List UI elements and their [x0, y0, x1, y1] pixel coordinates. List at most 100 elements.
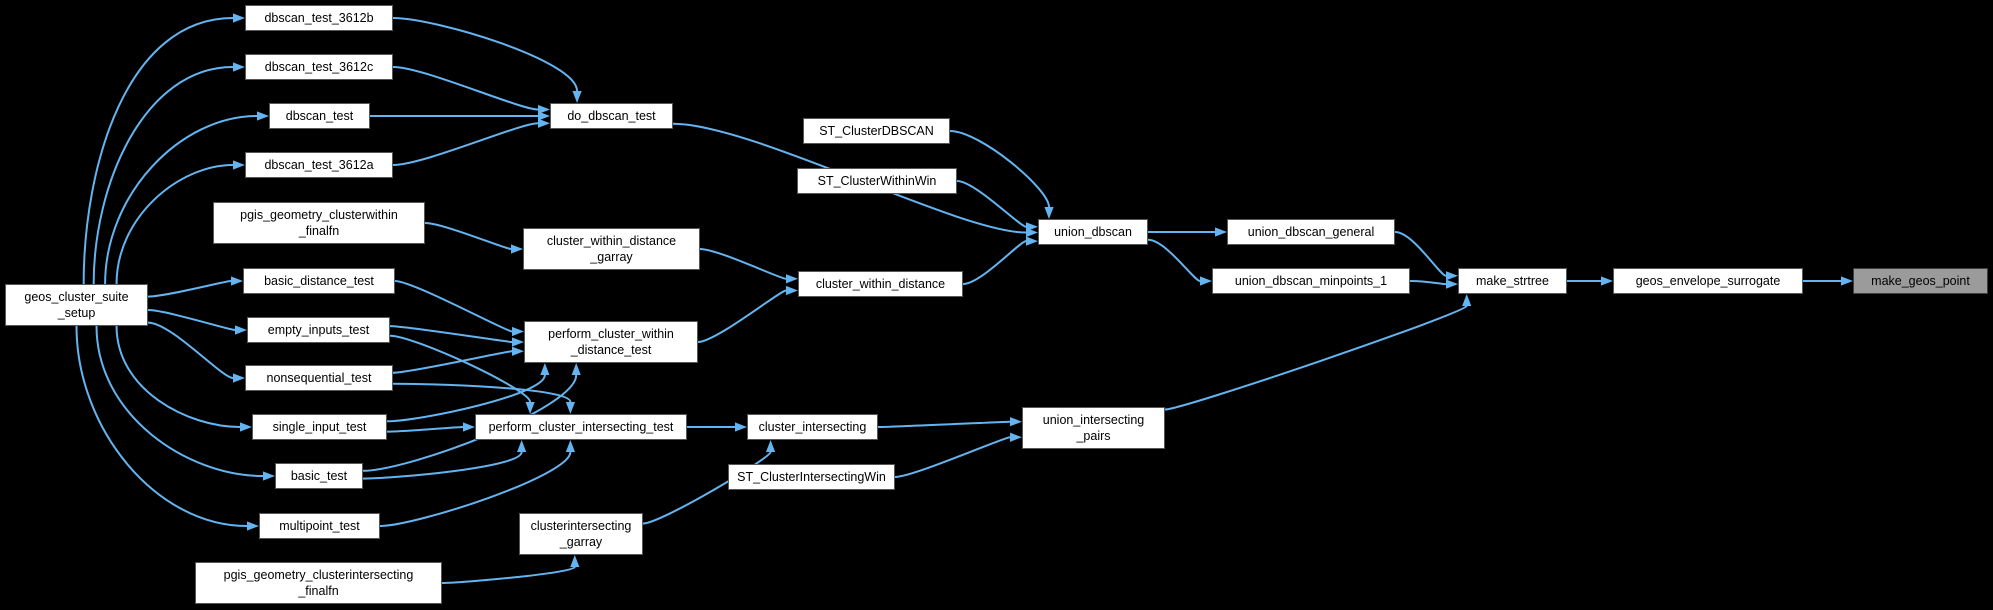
arrowhead-empty_inputs_test--perform_cluster_within_distance_test: [512, 337, 524, 347]
arrowhead-nonsequential_test--perform_cluster_within_distance_test: [512, 346, 524, 356]
edge-ST_ClusterDBSCAN--union_dbscan: [949, 130, 1050, 208]
node-label: _distance_test: [570, 343, 652, 357]
node-label: multipoint_test: [279, 518, 360, 533]
arrowhead-cluster_within_distance--union_dbscan: [1026, 236, 1038, 246]
edge-dbscan_test_3612a--do_dbscan_test: [392, 122, 539, 166]
node-dbscan_test_3612a[interactable]: dbscan_test_3612a: [245, 152, 393, 178]
node-label: basic_distance_test: [264, 273, 374, 288]
node-dbscan_test[interactable]: dbscan_test: [269, 103, 370, 129]
edge-empty_inputs_test--perform_cluster_intersecting_test: [389, 334, 532, 403]
node-label: ST_ClusterDBSCAN: [819, 123, 934, 138]
node-perform_cluster_within_distance_test[interactable]: perform_cluster_within _distance_test: [524, 321, 698, 363]
node-label: dbscan_test_3612b: [264, 10, 374, 25]
node-label: perform_cluster_intersecting_test: [488, 419, 674, 434]
edge-setup--dbscan_test_3612c: [92, 66, 234, 285]
node-multipoint_test[interactable]: multipoint_test: [259, 513, 380, 539]
node-label: cluster_within_distance: [815, 276, 946, 291]
node-union_dbscan_general[interactable]: union_dbscan_general: [1227, 219, 1395, 245]
edge-nonsequential_test--perform_cluster_intersecting_test: [392, 382, 572, 403]
edge-ST_ClusterWithinWin--union_dbscan: [956, 180, 1027, 228]
node-dbscan_test_3612b[interactable]: dbscan_test_3612b: [245, 5, 393, 31]
node-label: make_strtree: [1476, 273, 1549, 288]
node-label: _finalfn: [298, 224, 340, 238]
arrowhead-setup--dbscan_test_3612a: [233, 160, 245, 170]
node-geos_envelope_surrogate[interactable]: geos_envelope_surrogate: [1613, 268, 1803, 294]
node-ST_ClusterWithinWin[interactable]: ST_ClusterWithinWin: [797, 168, 957, 194]
node-basic_distance_test[interactable]: basic_distance_test: [243, 268, 395, 294]
edge-setup--single_input_test: [115, 325, 241, 428]
arrowhead-multipoint_test--perform_cluster_intersecting_test: [565, 440, 575, 452]
edge-single_input_test--perform_cluster_within_distance_test: [386, 374, 546, 423]
arrowhead-setup--basic_distance_test: [231, 276, 243, 286]
edge-nonsequential_test--perform_cluster_within_distance_test: [392, 350, 513, 374]
node-cluster_intersecting[interactable]: cluster_intersecting: [747, 414, 878, 440]
node-label: _finalfn: [298, 584, 339, 598]
node-label: perform_cluster_within: [548, 326, 674, 341]
node-label: clusterintersecting: [530, 518, 632, 533]
node-label: ST_ClusterWithinWin: [817, 173, 937, 188]
node-clusterintersecting_garray[interactable]: clusterintersecting_garray: [519, 513, 643, 555]
edge-perform_cluster_within_distance_test--cluster_within_distance: [697, 289, 787, 343]
node-single_input_test[interactable]: single_input_test: [252, 414, 387, 440]
arrowhead-empty_inputs_test--perform_cluster_intersecting_test: [525, 402, 535, 414]
node-cluster_within_distance_garray[interactable]: cluster_within_distance_garray: [523, 228, 700, 270]
arrowhead-dbscan_test_3612b--do_dbscan_test: [572, 91, 582, 103]
node-ST_ClusterIntersectingWin[interactable]: ST_ClusterIntersectingWin: [728, 464, 895, 490]
edge-single_input_test--perform_cluster_intersecting_test: [386, 426, 464, 433]
arrowhead-basic_distance_test--perform_cluster_within_distance_test: [512, 326, 524, 337]
arrowhead-setup--basic_test: [263, 471, 275, 481]
arrowhead-union_dbscan_minpoints_1--make_strtree: [1446, 279, 1458, 289]
edge-setup--dbscan_test: [104, 115, 258, 285]
edge-setup--nonsequential_test: [147, 321, 234, 379]
edge-ST_ClusterIntersectingWin--union_intersecting_pairs: [894, 436, 1011, 478]
arrowhead-basic_test--perform_cluster_within_distance_test: [571, 363, 581, 375]
arrowhead-setup--single_input_test: [240, 422, 252, 432]
edge-cluster_within_distance_garray--cluster_within_distance: [699, 248, 787, 280]
node-empty_inputs_test[interactable]: empty_inputs_test: [247, 317, 390, 343]
edge-pgis_geometry_clusterintersecting_finalfn--clusterintersecting_garray: [441, 566, 576, 584]
node-pgis_geometry_clusterwithin_finalfn[interactable]: pgis_geometry_clusterwithin_finalfn: [213, 202, 425, 244]
node-label: geos_cluster_suite: [24, 289, 129, 304]
edge-union_dbscan--union_dbscan_minpoints_1: [1147, 238, 1201, 282]
edge-cluster_within_distance--union_dbscan: [962, 240, 1027, 285]
node-union_intersecting_pairs[interactable]: union_intersecting_pairs: [1022, 407, 1165, 449]
edge-union_dbscan_minpoints_1--make_strtree: [1409, 280, 1447, 286]
node-dbscan_test_3612c[interactable]: dbscan_test_3612c: [245, 54, 393, 80]
node-label: cluster_intersecting: [758, 419, 867, 434]
node-label: union_dbscan_general: [1247, 224, 1375, 239]
node-union_dbscan_minpoints_1[interactable]: union_dbscan_minpoints_1: [1212, 268, 1410, 294]
node-cluster_within_distance[interactable]: cluster_within_distance: [798, 271, 963, 297]
edge-basic_distance_test--perform_cluster_within_distance_test: [394, 280, 513, 333]
node-label: ST_ClusterIntersectingWin: [737, 469, 886, 484]
arrowhead-make_strtree--geos_envelope_surrogate: [1601, 276, 1613, 286]
node-union_dbscan[interactable]: union_dbscan: [1038, 219, 1148, 245]
edge-setup--multipoint_test: [75, 325, 248, 527]
node-make_strtree[interactable]: make_strtree: [1458, 268, 1567, 294]
edge-pgis_geometry_clusterwithin_finalfn--cluster_within_distance_garray: [424, 222, 512, 250]
edge-dbscan_test_3612c--do_dbscan_test: [392, 66, 539, 111]
arrowhead-cluster_intersecting--union_intersecting_pairs: [1010, 417, 1022, 427]
arrowhead-single_input_test--perform_cluster_within_distance_test: [540, 363, 550, 375]
node-basic_test[interactable]: basic_test: [275, 463, 363, 489]
arrowhead-basic_test--perform_cluster_intersecting_test: [517, 440, 527, 452]
node-ST_ClusterDBSCAN[interactable]: ST_ClusterDBSCAN: [803, 118, 950, 144]
arrowhead-setup--empty_inputs_test: [235, 325, 247, 335]
arrowhead-union_dbscan--union_dbscan_general: [1215, 227, 1227, 237]
arrowhead-dbscan_test--do_dbscan_test: [538, 111, 550, 121]
node-do_dbscan_test[interactable]: do_dbscan_test: [550, 103, 673, 129]
arrowhead-ST_ClusterIntersectingWin--union_intersecting_pairs: [1010, 432, 1022, 442]
arrowhead-setup--dbscan_test_3612b: [233, 13, 245, 23]
edge-basic_test--perform_cluster_intersecting_test: [362, 451, 523, 480]
arrowhead-clusterintersecting_garray--cluster_intersecting: [765, 440, 776, 452]
node-label: dbscan_test: [285, 108, 354, 123]
arrowhead-pgis_geometry_clusterintersecting_finalfn--clusterintersecting_garray: [570, 555, 580, 567]
node-perform_cluster_intersecting_test[interactable]: perform_cluster_intersecting_test: [475, 414, 687, 440]
node-setup[interactable]: geos_cluster_suite_setup: [5, 284, 148, 326]
edge-setup--basic_distance_test: [147, 280, 232, 298]
arrowhead-setup--dbscan_test_3612c: [233, 62, 245, 72]
arrowhead-union_dbscan--union_dbscan_minpoints_1: [1200, 276, 1212, 286]
node-pgis_geometry_clusterintersecting_finalfn[interactable]: pgis_geometry_clusterintersecting_finalf…: [195, 562, 442, 604]
arrowhead-perform_cluster_within_distance_test--cluster_within_distance: [786, 285, 798, 296]
node-label: _pairs: [1076, 429, 1111, 443]
node-nonsequential_test[interactable]: nonsequential_test: [245, 365, 393, 391]
